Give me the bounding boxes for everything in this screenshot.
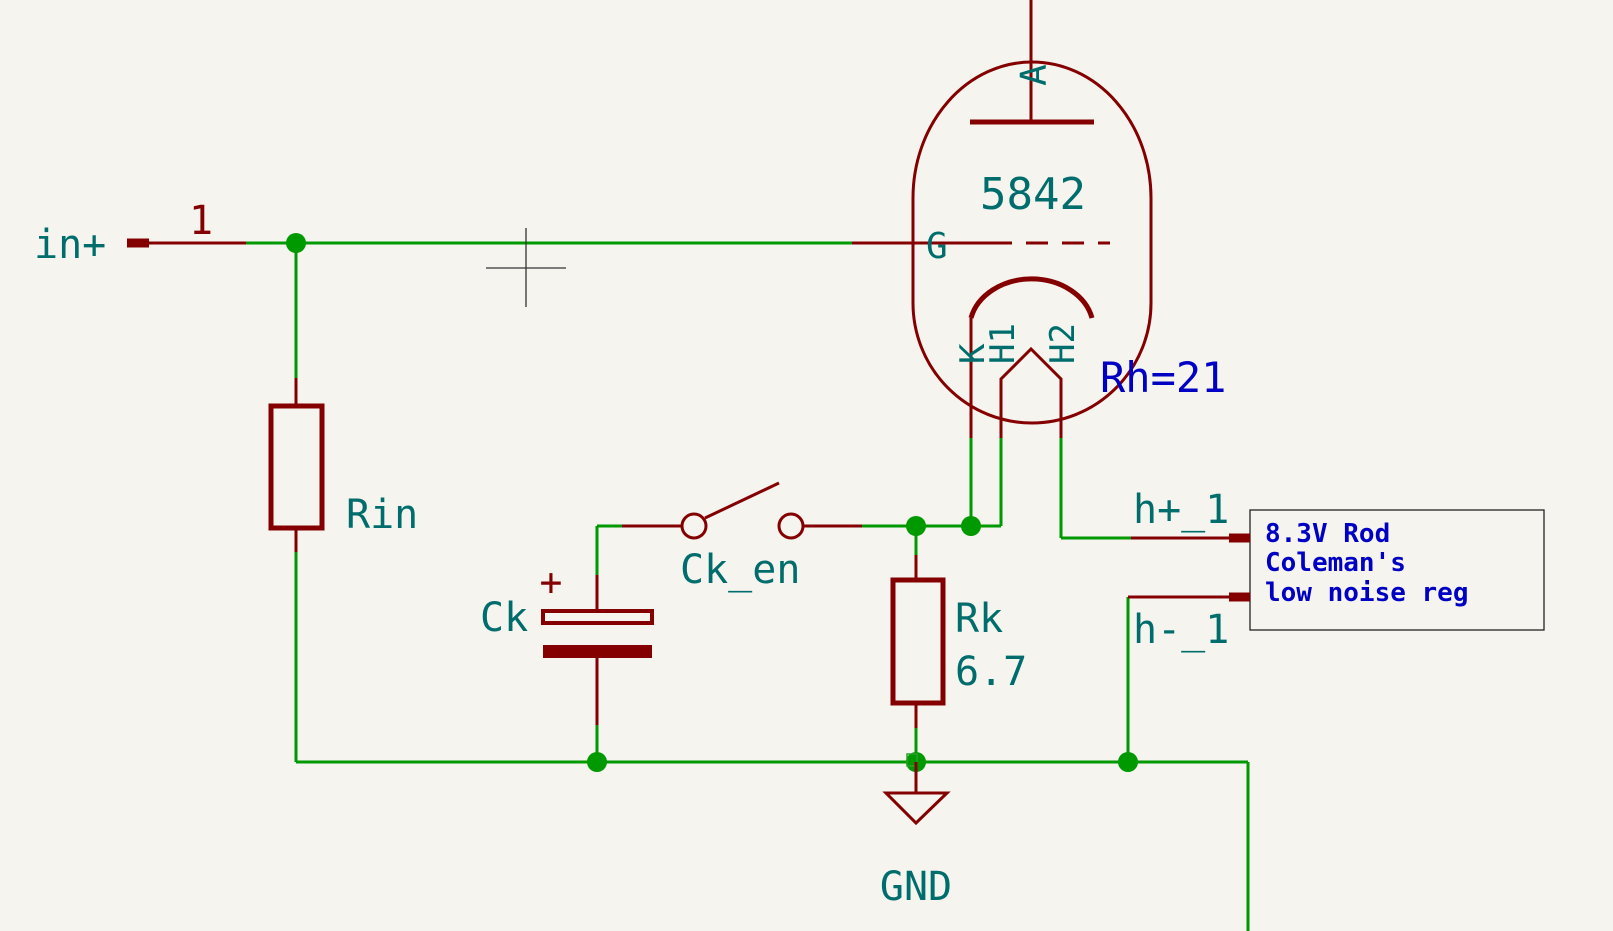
hplus-label: h+_1 — [1133, 487, 1229, 533]
resistor-rk-value: 6.7 — [955, 649, 1027, 695]
capacitor-ck-plate-neg — [543, 645, 652, 658]
junctions — [286, 233, 1138, 772]
regulator-text-line1: 8.3V Rod — [1265, 519, 1390, 549]
crosshair-cursor-icon — [486, 228, 566, 307]
vacuum-tube-5842[interactable]: A 5842 G K H1 H2 Rh=21 — [852, 0, 1226, 438]
junction-dot — [1118, 752, 1138, 772]
hminus-label: h-_1 — [1133, 607, 1229, 653]
cathode-electrode — [968, 276, 1095, 319]
resistor-rin[interactable]: Rin — [268, 378, 418, 552]
capacitor-polarity-mark: + — [540, 560, 563, 604]
resistor-rin-body — [268, 403, 325, 531]
switch-contact-right — [777, 512, 805, 540]
net-anchor-marker — [906, 753, 918, 767]
heater-filament — [999, 346, 1063, 438]
heater-resistance-note: Rh=21 — [1100, 353, 1226, 402]
input-pin[interactable]: in+ 1 — [34, 198, 246, 268]
switch-ck-en[interactable]: Ck_en — [622, 481, 862, 593]
resistor-rin-ref: Rin — [346, 492, 418, 538]
heater-regulator-block[interactable]: h+_1 h-_1 8.3V Rod Coleman's low noise r… — [1128, 487, 1545, 653]
switch-ref: Ck_en — [680, 547, 800, 593]
pin-h1-label: H1 — [983, 323, 1023, 364]
junction-dot — [587, 752, 607, 772]
junction-dot — [906, 516, 926, 536]
regulator-box — [1249, 509, 1545, 631]
resistor-rk-body — [890, 577, 946, 706]
input-pin-label: in+ — [34, 222, 106, 268]
junction-dot — [286, 233, 306, 253]
pin-anode-label: A — [1014, 64, 1055, 86]
resistor-rk-ref: Rk — [955, 596, 1003, 642]
pin-grid-label: G — [926, 226, 948, 267]
resistor-rk[interactable]: Rk 6.7 — [890, 555, 1027, 728]
switch-contact-left — [680, 512, 708, 540]
junction-dot — [961, 516, 981, 536]
wires — [238, 241, 1250, 931]
capacitor-ck-plate-pos — [541, 609, 654, 625]
regulator-text-line3: low noise reg — [1265, 578, 1469, 608]
tube-value: 5842 — [980, 169, 1086, 220]
regulator-text-line2: Coleman's — [1265, 548, 1406, 578]
ground-icon — [882, 791, 951, 826]
capacitor-ck-ref: Ck — [480, 595, 528, 641]
pin-h2-label: H2 — [1043, 323, 1083, 364]
capacitor-ck[interactable]: + Ck — [480, 560, 654, 725]
ground-symbol[interactable]: GND — [880, 762, 952, 910]
tube-envelope — [911, 60, 1153, 425]
ground-label: GND — [880, 864, 952, 910]
switch-lever — [704, 481, 780, 520]
pin-cathode-label: K — [953, 343, 993, 364]
input-pin-number: 1 — [189, 198, 213, 244]
